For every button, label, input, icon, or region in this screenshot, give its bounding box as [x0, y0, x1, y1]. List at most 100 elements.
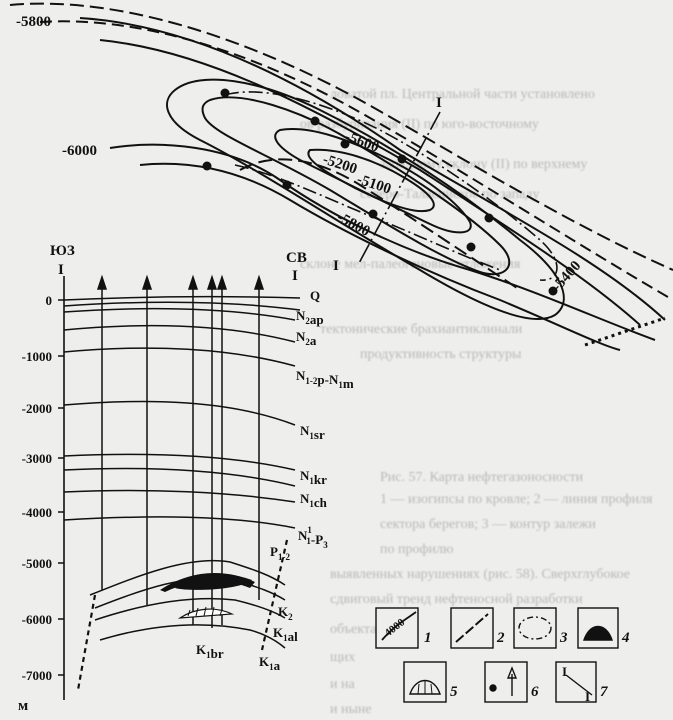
depth-tick-label: -1000 — [22, 349, 52, 364]
well-arrow — [206, 274, 218, 290]
legend-profile-line — [565, 674, 593, 696]
well-arrow — [216, 274, 228, 290]
depth-tick-group: 0-1000-2000-3000-4000-5000-6000-7000 — [22, 293, 64, 683]
well-dot — [310, 116, 320, 126]
fold-boundary — [99, 624, 286, 649]
contour-label: -6000 — [62, 143, 97, 159]
well-dot — [368, 209, 378, 219]
boundary — [63, 347, 296, 367]
section-wells — [96, 274, 265, 628]
geological-section: ЮЗ СВ I I 0-1000-2000-3000-4000-5000-600… — [18, 243, 354, 714]
hatch-lines — [187, 606, 223, 617]
contour-line — [109, 143, 656, 341]
section-faults — [76, 539, 289, 691]
oil-deposit — [175, 574, 252, 590]
legend-number: 7 — [600, 684, 608, 700]
legend-box-7 — [555, 661, 597, 703]
depth-tick-label: -6000 — [22, 612, 52, 627]
section-dir-left: ЮЗ — [50, 243, 75, 259]
stratum-label: N2a — [296, 329, 317, 348]
legend-box-4 — [577, 607, 619, 649]
contour-line — [99, 39, 641, 326]
deposit-contour — [224, 91, 558, 281]
legend-well-dot — [489, 684, 497, 692]
depth-tick-label: 0 — [46, 293, 53, 308]
legend-profile-mark-a: I — [562, 664, 567, 679]
boundary — [63, 325, 296, 343]
contour-closed — [307, 148, 435, 213]
legend-number: 5 — [450, 684, 458, 700]
strata-boundaries — [63, 295, 301, 649]
fault-line-top-2 — [39, 20, 673, 301]
well-arrow — [96, 274, 108, 290]
well-arrow — [141, 274, 153, 290]
stratum-label: K1br — [196, 642, 224, 661]
legend-gas — [409, 679, 441, 695]
well-dot — [220, 88, 230, 98]
fold-boundary — [89, 559, 286, 596]
section-mark-right: I — [292, 268, 298, 284]
contour-line — [139, 162, 621, 351]
stratum-label: N1kr — [300, 468, 327, 487]
well-dot — [397, 154, 407, 164]
contour-closed — [274, 128, 472, 234]
well-dot — [202, 161, 212, 171]
legend-contour — [381, 611, 417, 641]
structure-map — [9, 2, 673, 351]
contour-label: -5800 — [16, 14, 51, 30]
legend-box-2 — [450, 607, 494, 649]
boundary — [63, 489, 296, 503]
fault-hatch — [584, 316, 666, 347]
profile-line — [357, 111, 441, 266]
well-arrow — [187, 274, 199, 290]
depth-tick-label: -2000 — [22, 401, 52, 416]
well-arrow — [253, 274, 265, 290]
legend — [375, 607, 619, 703]
stratum-label: N1ch — [300, 491, 328, 510]
legend-number: 1 — [424, 630, 432, 646]
legend-box-1 — [375, 607, 419, 649]
hatched-deposit — [177, 608, 235, 619]
contour-line — [79, 17, 666, 321]
deposit-contour — [234, 164, 501, 271]
stratum-label: N1-2p-N1m — [296, 368, 354, 391]
boundary — [63, 453, 296, 471]
legend-oil — [583, 625, 613, 641]
profile-mark-bottom: I — [333, 258, 339, 274]
well-dot — [484, 213, 494, 223]
stratum-label: K1al — [273, 625, 298, 644]
boundary — [63, 400, 296, 426]
map-wells — [202, 88, 558, 296]
legend-deposit-contour — [518, 616, 552, 640]
well-dot — [548, 286, 558, 296]
legend-profile-mark-b: I — [585, 689, 590, 704]
legend-number: 4 — [621, 630, 630, 646]
boundary — [63, 307, 296, 321]
depth-tick-label: -5000 — [22, 556, 52, 571]
stratum-label: K1a — [259, 654, 281, 673]
well-dot — [466, 242, 476, 252]
profile-mark-top: I — [436, 95, 442, 111]
section-mark-left: I — [58, 262, 64, 278]
stratum-label: Q — [310, 288, 320, 303]
fault-line-inner — [239, 158, 521, 291]
stratum-label: N2ap — [296, 308, 324, 327]
section-fault — [76, 594, 97, 691]
legend-number: 3 — [559, 630, 568, 646]
legend-fault — [455, 613, 489, 643]
well-dot — [340, 139, 350, 149]
boundary — [63, 516, 296, 529]
legend-box-5 — [403, 661, 447, 703]
depth-tick-label: -4000 — [22, 505, 52, 520]
stratum-label: N1sr — [300, 423, 325, 442]
depth-tick-label: -7000 — [22, 668, 52, 683]
legend-box-6 — [484, 661, 528, 703]
contour-closed — [166, 78, 565, 320]
legend-number: 6 — [531, 684, 539, 700]
stratum-label: P1-2 — [270, 544, 290, 562]
